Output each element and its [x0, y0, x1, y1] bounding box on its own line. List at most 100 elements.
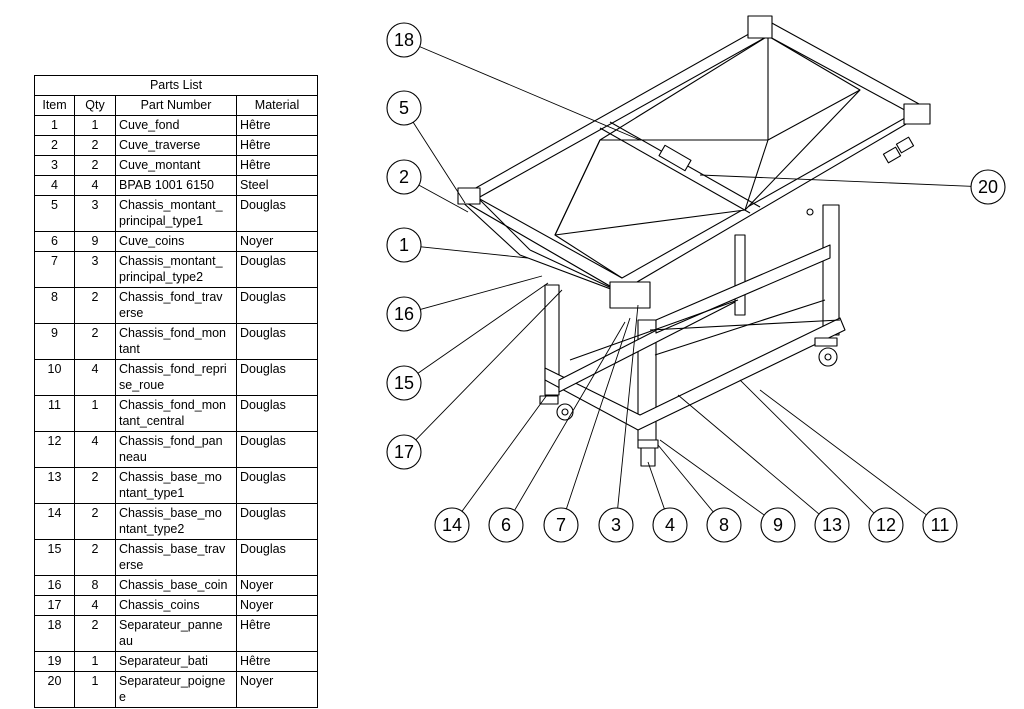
separator-panel	[599, 127, 751, 214]
balloon-1: 1	[386, 227, 422, 263]
balloon-label: 17	[394, 442, 414, 462]
balloon-label: 3	[611, 515, 621, 535]
balloon-17: 17	[386, 434, 422, 470]
cell-part-number: Chassis_base_coin	[115, 575, 237, 596]
balloon-15: 15	[386, 365, 422, 401]
cell-material: Douglas	[235, 323, 319, 360]
balloon-circle	[386, 296, 422, 332]
frame-rail	[544, 317, 846, 431]
cell-material: Douglas	[235, 539, 319, 576]
balloon-leader-line	[412, 122, 466, 204]
cell-part-number: Chassis_montant_ principal_type1	[115, 195, 237, 232]
balloon-label: 11	[931, 515, 950, 535]
cell-material: Douglas	[235, 431, 319, 468]
balloon-circle	[386, 22, 422, 58]
cell-material: Noyer	[235, 671, 319, 708]
balloon-circle	[814, 507, 850, 543]
cell-part-number: Separateur_poigne e	[115, 671, 237, 708]
balloon-label: 16	[394, 304, 414, 324]
cell-item: 14	[34, 503, 75, 540]
balloon-label: 7	[556, 515, 566, 535]
cell-material: Douglas	[235, 467, 319, 504]
cell-part-number: Chassis_montant_ principal_type2	[115, 251, 237, 288]
cell-material: Hêtre	[235, 135, 319, 156]
balloon-label: 12	[876, 515, 896, 535]
balloon-20: 20	[970, 169, 1006, 205]
balloon-leader-line	[420, 246, 529, 259]
balloon-circle	[434, 507, 470, 543]
cell-part-number: Chassis_base_mo ntant_type1	[115, 467, 237, 504]
balloon-label: 8	[719, 515, 729, 535]
balloon-3: 3	[598, 507, 634, 543]
caster-wheel	[556, 403, 574, 421]
balloon-8: 8	[706, 507, 742, 543]
balloon-label: 2	[399, 167, 409, 187]
parts-list-table: Parts List Item Qty Part Number Material…	[33, 75, 319, 708]
balloon-circle	[543, 507, 579, 543]
cell-part-number: Chassis_coins	[115, 595, 237, 616]
cell-item: 7	[34, 251, 75, 288]
cell-qty: 1	[74, 671, 116, 708]
cell-part-number: Chassis_fond_pan neau	[115, 431, 237, 468]
cell-material: Douglas	[235, 503, 319, 540]
balloon-circle	[922, 507, 958, 543]
balloon-leader-line	[419, 46, 641, 141]
balloon-label: 9	[773, 515, 783, 535]
balloon-label: 14	[442, 515, 462, 535]
balloon-circle	[970, 169, 1006, 205]
balloon-12: 12	[868, 507, 904, 543]
balloon-label: 6	[501, 515, 511, 535]
cell-material: Douglas	[235, 359, 319, 396]
header-material: Material	[235, 95, 319, 116]
balloon-circle	[488, 507, 524, 543]
frame-leg	[544, 284, 560, 396]
cell-material: Hêtre	[235, 115, 319, 136]
balloon-circle	[706, 507, 742, 543]
cell-item: 18	[34, 615, 75, 652]
cell-material: Douglas	[235, 287, 319, 324]
cell-part-number: BPAB 1001 6150	[115, 175, 237, 196]
balloon-label: 4	[665, 515, 675, 535]
balloon-circle	[598, 507, 634, 543]
balloon-6: 6	[488, 507, 524, 543]
cell-item: 20	[34, 671, 75, 708]
cell-material: Hêtre	[235, 615, 319, 652]
balloon-4: 4	[652, 507, 688, 543]
balloon-leader-line	[617, 304, 639, 509]
cell-part-number: Chassis_fond_repri se_roue	[115, 359, 237, 396]
balloon-circle	[386, 90, 422, 126]
cell-material: Hêtre	[235, 651, 319, 672]
balloon-leader-line	[699, 174, 972, 187]
balloon-label: 1	[399, 235, 409, 255]
balloon-11: 11	[922, 507, 958, 543]
balloon-label: 13	[822, 515, 842, 535]
balloon-label: 15	[394, 373, 414, 393]
cell-item: 15	[34, 539, 75, 576]
cell-part-number: Chassis_base_mo ntant_type2	[115, 503, 237, 540]
balloon-label: 5	[399, 98, 409, 118]
balloon-label: 18	[394, 30, 414, 50]
balloon-leader-line	[739, 379, 875, 514]
cell-material: Noyer	[235, 575, 319, 596]
balloon-leader-line	[647, 461, 665, 510]
balloon-5: 5	[386, 90, 422, 126]
balloon-leader-line	[461, 394, 548, 512]
cell-qty: 2	[74, 615, 116, 652]
cell-material: Douglas	[235, 251, 319, 288]
